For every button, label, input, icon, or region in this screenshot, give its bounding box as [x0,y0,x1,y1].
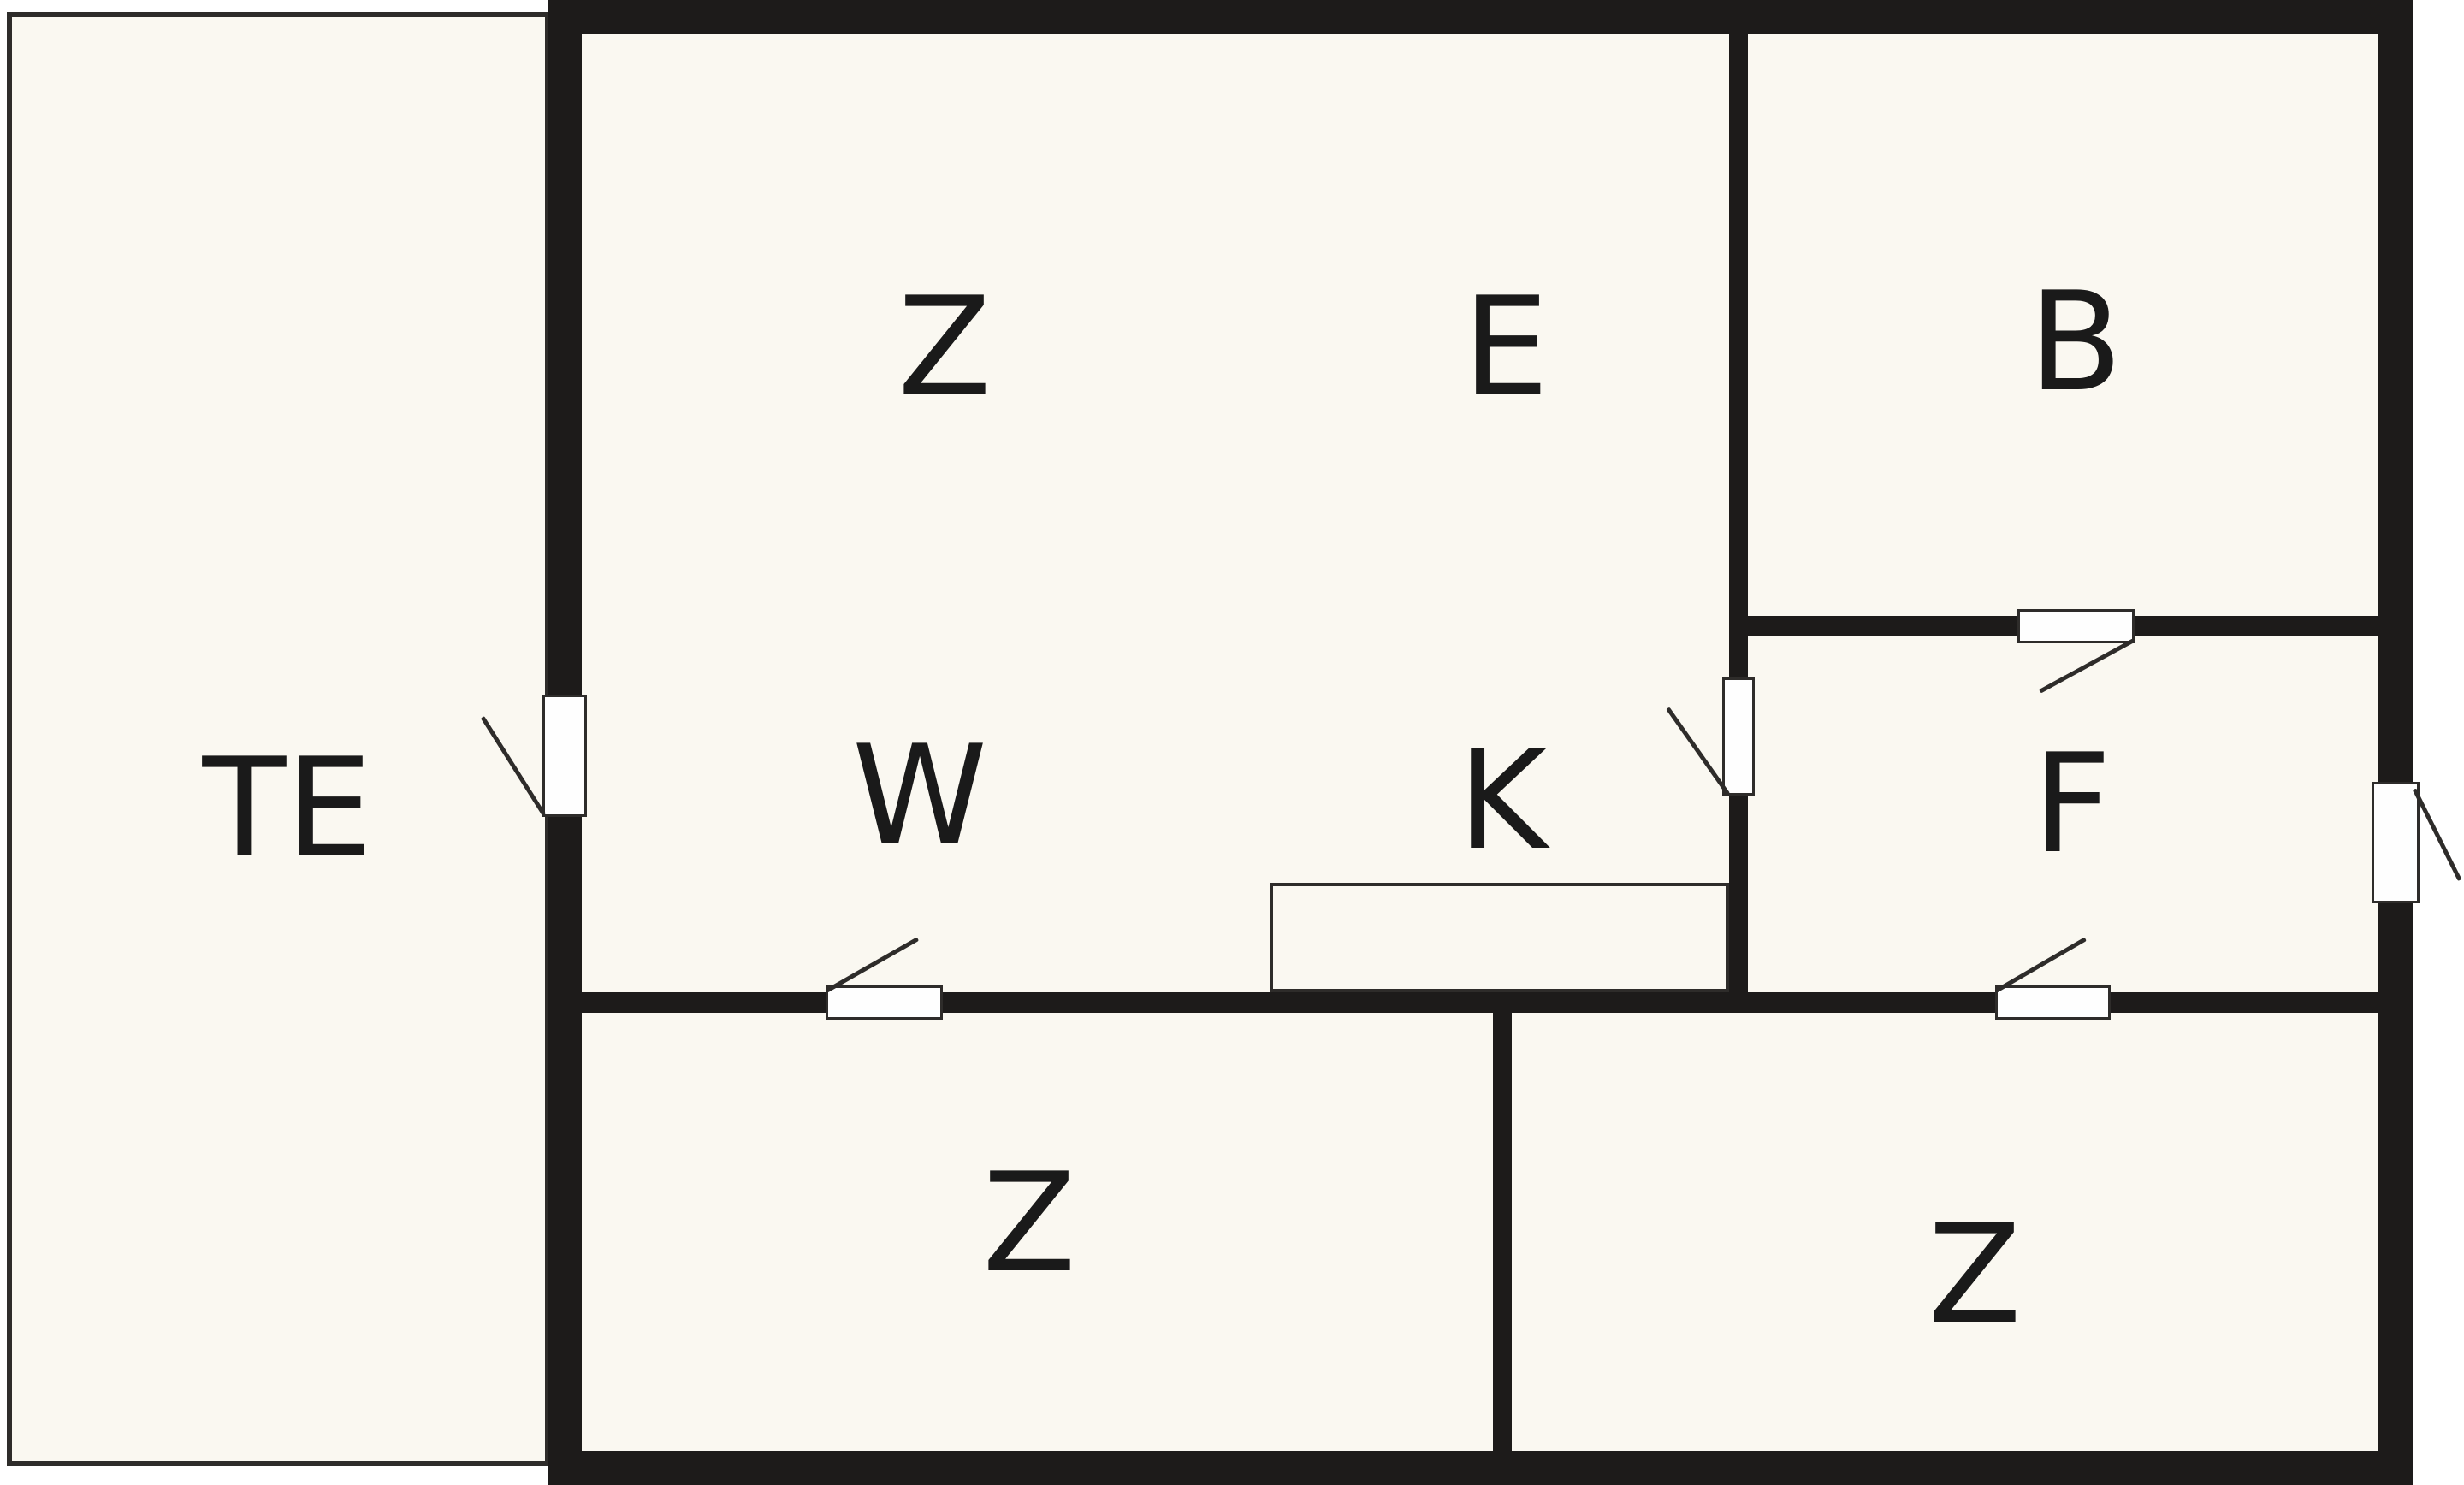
wall-wall-b-f-right [2135,616,2378,636]
jamb-te-w [542,695,587,817]
wall-exterior-left-upper [548,0,582,695]
room-label-z-top: Z [897,267,992,427]
jamb-f-z [1995,985,2111,1020]
wall-wall-middle-right [2111,992,2378,1013]
wall-exterior-left-lower [548,817,582,1485]
jamb-w-z [826,985,943,1020]
wall-divider-z-z [1493,1013,1512,1451]
room-label-f: F [2032,724,2112,884]
terrace-area [7,12,550,1466]
room-label-b: B [2029,262,2123,422]
room-label-z-bottom-right: Z [1928,1194,2022,1354]
wall-exterior-right-upper [2378,0,2413,787]
kitchen-counter [1270,883,1729,992]
jamb-k-f [1722,677,1755,796]
swing-exterior-f [2412,787,2462,881]
wall-exterior-top [548,0,2413,34]
room-label-k: K [1457,720,1548,880]
wall-wall-middle-center [943,992,1995,1013]
wall-divider-k-f-lower [1729,796,1748,1013]
jamb-exterior-f [2372,782,2420,903]
room-label-w: W [851,715,988,875]
jamb-b-f [2017,609,2135,643]
room-label-e: E [1462,267,1549,427]
wall-exterior-right-lower [2378,903,2413,1485]
room-label-z-bottom-left: Z [982,1143,1076,1303]
wall-wall-middle-left [582,992,826,1013]
room-label-te: TE [202,728,373,888]
main-area [582,34,2378,1451]
wall-exterior-bottom [548,1451,2413,1485]
wall-divider-e-b-and-k-f-upper [1729,34,1748,677]
wall-wall-b-f-left [1748,616,2017,636]
